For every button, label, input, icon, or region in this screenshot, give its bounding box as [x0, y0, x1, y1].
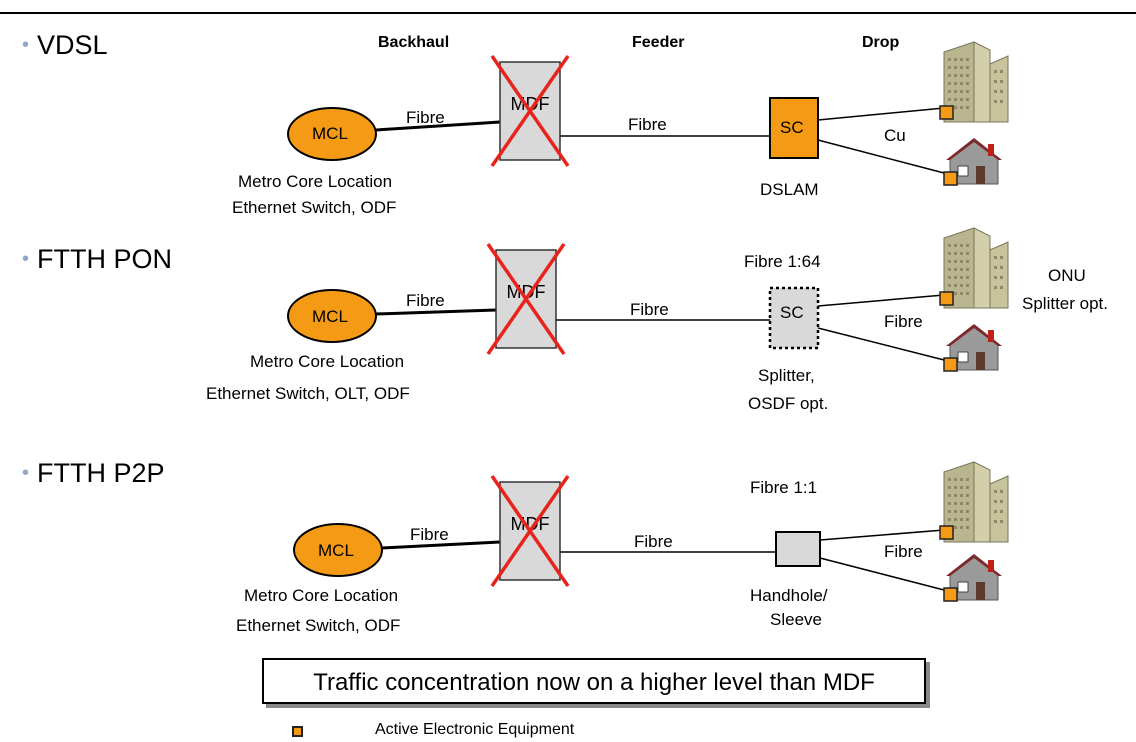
vdsl-mcl-label: MCL	[312, 124, 348, 143]
pon-mcl-label: MCL	[312, 307, 348, 326]
vdsl-feeder-fibre-label: Fibre	[628, 115, 667, 134]
p2p-backhaul-fibre-label: Fibre	[410, 525, 449, 544]
vdsl-mdf-crossed	[490, 54, 570, 168]
vdsl-mcl-caption-1: Metro Core Location	[238, 172, 393, 191]
legend-swatch-icon	[292, 726, 303, 737]
header-backhaul: Backhaul	[378, 34, 450, 51]
legend-label: Active Electronic Equipment	[375, 721, 575, 738]
vdsl-mcl-caption-2: Ethernet Switch, ODF	[232, 198, 397, 217]
pon-onu-sub-label: Splitter opt.	[1022, 294, 1108, 313]
vdsl-backhaul-fibre-label: Fibre	[406, 108, 445, 127]
vdsl-drop-line-house	[817, 139, 945, 174]
p2p-handhole-node	[775, 531, 821, 567]
pon-backhaul-line	[375, 308, 497, 316]
pon-drop-label: Fibre	[884, 312, 923, 331]
pon-mcl-caption-2: Ethernet Switch, OLT, ODF	[206, 384, 410, 403]
bullet-vdsl-label: VDSL	[37, 30, 108, 60]
pon-drop-line-building	[817, 294, 945, 307]
p2p-node-caption-1: Handhole/	[750, 586, 828, 605]
pon-node-caption-2: OSDF opt.	[748, 394, 829, 413]
p2p-node-caption-2: Sleeve	[770, 610, 822, 629]
p2p-building-icon	[939, 461, 1009, 543]
p2p-mdf-crossed	[490, 474, 570, 588]
bullet-pon-label: FTTH PON	[37, 244, 173, 274]
p2p-backhaul-line	[381, 540, 501, 550]
bullet-p2p-label: FTTH P2P	[37, 458, 165, 488]
pon-building-icon	[939, 227, 1009, 309]
vdsl-mcl-node	[287, 107, 377, 161]
p2p-mcl-caption-2: Ethernet Switch, ODF	[236, 616, 401, 635]
header-rule	[0, 12, 1136, 14]
pon-node-label: SC	[780, 303, 804, 322]
pon-backhaul-fibre-label: Fibre	[406, 291, 445, 310]
bullet-vdsl: • VDSL	[22, 30, 108, 61]
vdsl-drop-label: Cu	[884, 126, 906, 145]
p2p-mcl-node	[293, 523, 383, 577]
vdsl-node-label: SC	[780, 118, 804, 137]
conclusion-callout: Traffic concentration now on a higher le…	[262, 658, 926, 704]
pon-house-icon	[943, 323, 1003, 372]
vdsl-dslam-caption: DSLAM	[760, 180, 819, 199]
p2p-mcl-caption-1: Metro Core Location	[244, 586, 399, 605]
bullet-dot-icon: •	[22, 462, 30, 484]
vdsl-building-icon	[939, 41, 1009, 123]
pon-mcl-node	[287, 289, 377, 343]
pon-splitter-node	[768, 286, 820, 350]
vdsl-dslam-node	[769, 97, 819, 159]
p2p-feeder-fibre-label: Fibre	[634, 532, 673, 551]
pon-node-caption-1: Splitter,	[758, 366, 815, 385]
p2p-mcl-label: MCL	[318, 541, 354, 560]
p2p-drop-line-house	[819, 557, 945, 591]
vdsl-backhaul-line	[375, 120, 501, 132]
bullet-dot-icon: •	[22, 34, 30, 56]
pon-mdf-crossed	[486, 242, 566, 356]
header-drop: Drop	[862, 34, 900, 51]
pon-fibre-ratio: Fibre 1:64	[744, 252, 821, 271]
pon-drop-line-house	[817, 327, 945, 361]
vdsl-drop-line-building	[817, 107, 945, 121]
bullet-ftth-pon: • FTTH PON	[22, 244, 172, 275]
bullet-ftth-p2p: • FTTH P2P	[22, 458, 165, 489]
p2p-fibre-ratio: Fibre 1:1	[750, 478, 818, 497]
pon-feeder-fibre-label: Fibre	[630, 300, 669, 319]
p2p-house-icon	[943, 553, 1003, 602]
pon-mcl-caption-1: Metro Core Location	[250, 352, 405, 371]
p2p-drop-line-building	[819, 529, 945, 541]
pon-onu-label: ONU	[1048, 266, 1086, 285]
bullet-dot-icon: •	[22, 248, 30, 270]
vdsl-house-icon	[943, 137, 1003, 186]
header-feeder: Feeder	[632, 34, 685, 51]
p2p-drop-label: Fibre	[884, 542, 923, 561]
